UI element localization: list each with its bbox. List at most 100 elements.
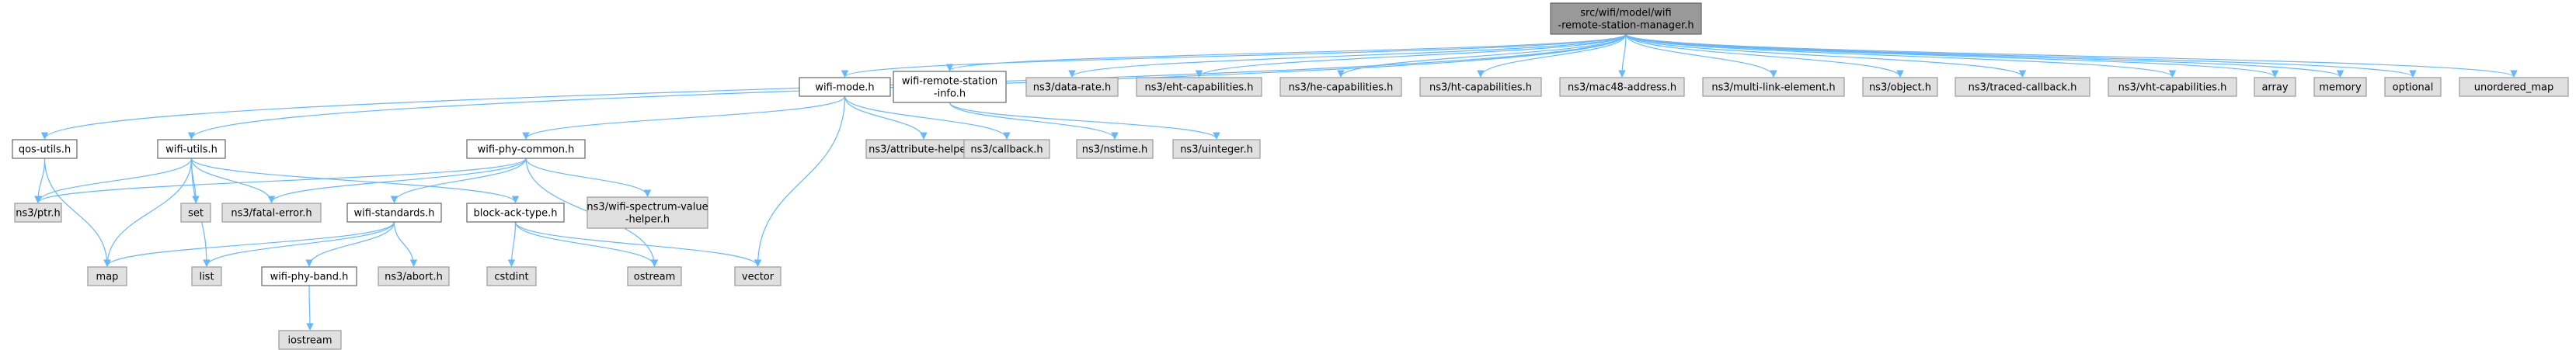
edge-wifi-standards-to-list bbox=[203, 221, 395, 267]
edge-wifi-remote-station-info-to-uinteger bbox=[949, 102, 1220, 140]
edge-block-ack-type-to-ostream bbox=[514, 221, 659, 267]
edge-wifi-standards-to-map bbox=[103, 221, 395, 267]
node-wifi-phy-common[interactable]: wifi-phy-common.h bbox=[466, 139, 586, 159]
node-label-nstime: ns3/nstime.h bbox=[1082, 144, 1147, 156]
edge-layer bbox=[34, 33, 2518, 331]
node-uinteger: ns3/uinteger.h bbox=[1172, 139, 1261, 159]
node-label-iostream: iostream bbox=[287, 335, 332, 347]
node-label-unordered-map: unordered_map bbox=[2474, 82, 2554, 94]
node-unordered-map: unordered_map bbox=[2459, 77, 2569, 97]
node-mac48: ns3/mac48-address.h bbox=[1559, 77, 1685, 97]
node-label-uinteger: ns3/uinteger.h bbox=[1180, 144, 1253, 156]
node-list: list bbox=[191, 266, 222, 286]
edge-wifi-utils-to-block-ack-type bbox=[190, 158, 520, 203]
edge-wifi-utils-to-map bbox=[103, 158, 193, 267]
node-label-list: list bbox=[199, 272, 214, 283]
node-box-wifi-utils bbox=[157, 139, 226, 159]
edge-root-to-vht-cap bbox=[1625, 33, 2177, 78]
node-wifi-utils[interactable]: wifi-utils.h bbox=[157, 139, 226, 159]
edge-wifi-standards-to-abort bbox=[393, 221, 418, 267]
edge-root-to-wifi-mode bbox=[841, 33, 1627, 78]
node-wifi-phy-band[interactable]: wifi-phy-band.h bbox=[261, 266, 357, 286]
node-box-cstdint bbox=[486, 266, 537, 286]
node-data-rate: ns3/data-rate.h bbox=[1025, 77, 1119, 97]
node-cstdint: cstdint bbox=[486, 266, 537, 286]
node-box-multi-link bbox=[1702, 77, 1845, 97]
node-nstime: ns3/nstime.h bbox=[1076, 139, 1154, 159]
edge-root-to-eht-cap bbox=[1195, 33, 1627, 78]
node-box-wifi-mode bbox=[799, 77, 891, 97]
node-box-block-ack-type bbox=[466, 203, 565, 223]
node-label-ht-cap: ns3/ht-capabilities.h bbox=[1429, 82, 1532, 94]
node-memory: memory bbox=[2313, 77, 2367, 97]
node-box-root bbox=[1550, 2, 1702, 35]
edge-wifi-remote-station-info-to-nstime bbox=[949, 102, 1119, 140]
node-box-ptr bbox=[14, 203, 62, 223]
node-wifi-standards[interactable]: wifi-standards.h bbox=[346, 203, 442, 223]
node-box-ht-cap bbox=[1419, 77, 1542, 97]
node-layer: src/wifi/model/wifi-remote-station-manag… bbox=[12, 2, 2569, 350]
node-box-vht-cap bbox=[2108, 77, 2237, 97]
node-label-ptr: ns3/ptr.h bbox=[16, 208, 61, 220]
node-box-unordered-map bbox=[2459, 77, 2569, 97]
edge-block-ack-type-to-cstdint bbox=[507, 221, 517, 267]
node-label-wifi-phy-common: wifi-phy-common.h bbox=[478, 144, 575, 156]
node-box-wifi-phy-band bbox=[261, 266, 357, 286]
node-label-spectrum-value: ns3/wifi-spectrum-value bbox=[587, 202, 708, 213]
node-label-callback: ns3/callback.h bbox=[970, 144, 1043, 156]
node-fatal-error: ns3/fatal-error.h bbox=[221, 203, 322, 223]
edge-root-to-object bbox=[1625, 33, 1904, 78]
node-ptr: ns3/ptr.h bbox=[14, 203, 62, 223]
edge-root-to-wifi-remote-station-info bbox=[946, 33, 1627, 71]
edge-root-to-unordered-map bbox=[1625, 33, 2518, 78]
node-optional: optional bbox=[2384, 77, 2442, 97]
edge-root-to-he-cap bbox=[1337, 33, 1627, 78]
edge-wifi-phy-common-to-ptr bbox=[34, 158, 527, 203]
node-box-data-rate bbox=[1025, 77, 1119, 97]
node-box-iostream bbox=[278, 330, 342, 350]
node-box-list bbox=[191, 266, 222, 286]
node-qos-utils[interactable]: qos-utils.h bbox=[12, 139, 78, 159]
edge-wifi-phy-common-to-fatal-error bbox=[267, 158, 527, 203]
node-box-wifi-phy-common bbox=[466, 139, 586, 159]
node-label-he-cap: ns3/he-capabilities.h bbox=[1289, 82, 1394, 94]
edge-block-ack-type-to-vector bbox=[514, 221, 762, 267]
node-box-qos-utils bbox=[12, 139, 78, 159]
node-attribute-helper: ns3/attribute-helper.h bbox=[865, 139, 982, 159]
node-label-block-ack-type: block-ack-type.h bbox=[474, 208, 558, 220]
node-wifi-remote-station-info[interactable]: wifi-remote-station-info.h bbox=[893, 71, 1007, 103]
node-label-set: set bbox=[188, 208, 204, 220]
node-box-abort bbox=[378, 266, 450, 286]
node-box-wifi-remote-station-info bbox=[893, 71, 1007, 103]
edge-wifi-phy-band-to-iostream bbox=[306, 285, 314, 331]
node-label-wifi-remote-station-info: -info.h bbox=[934, 88, 966, 100]
node-label-eht-cap: ns3/eht-capabilities.h bbox=[1145, 82, 1254, 94]
node-label-memory: memory bbox=[2319, 82, 2362, 94]
edge-root-to-optional bbox=[1625, 33, 2417, 78]
node-ht-cap: ns3/ht-capabilities.h bbox=[1419, 77, 1542, 97]
node-label-spectrum-value: -helper.h bbox=[625, 214, 670, 226]
node-set: set bbox=[180, 203, 211, 223]
node-wifi-mode[interactable]: wifi-mode.h bbox=[799, 77, 891, 97]
edge-root-to-traced-callback bbox=[1625, 33, 2027, 78]
edge-root-to-multi-link bbox=[1625, 33, 1777, 78]
node-box-callback bbox=[963, 139, 1050, 159]
edge-qos-utils-to-map bbox=[44, 158, 111, 267]
node-box-ostream bbox=[627, 266, 682, 286]
node-label-root: -remote-station-manager.h bbox=[1558, 20, 1694, 32]
node-label-optional: optional bbox=[2393, 82, 2434, 94]
node-label-vht-cap: ns3/vht-capabilities.h bbox=[2118, 82, 2227, 94]
node-label-ostream: ostream bbox=[634, 272, 676, 283]
node-vht-cap: ns3/vht-capabilities.h bbox=[2108, 77, 2237, 97]
node-label-data-rate: ns3/data-rate.h bbox=[1033, 82, 1111, 94]
edge-wifi-phy-common-to-spectrum-value bbox=[525, 158, 652, 197]
node-box-map bbox=[87, 266, 127, 286]
edge-wifi-phy-common-to-wifi-standards bbox=[390, 158, 527, 203]
node-box-traced-callback bbox=[1955, 77, 2090, 97]
node-traced-callback: ns3/traced-callback.h bbox=[1955, 77, 2090, 97]
node-label-multi-link: ns3/multi-link-element.h bbox=[1711, 82, 1835, 94]
node-root[interactable]: src/wifi/model/wifi-remote-station-manag… bbox=[1550, 2, 1702, 35]
node-block-ack-type[interactable]: block-ack-type.h bbox=[466, 203, 565, 223]
node-box-array bbox=[2254, 77, 2296, 97]
